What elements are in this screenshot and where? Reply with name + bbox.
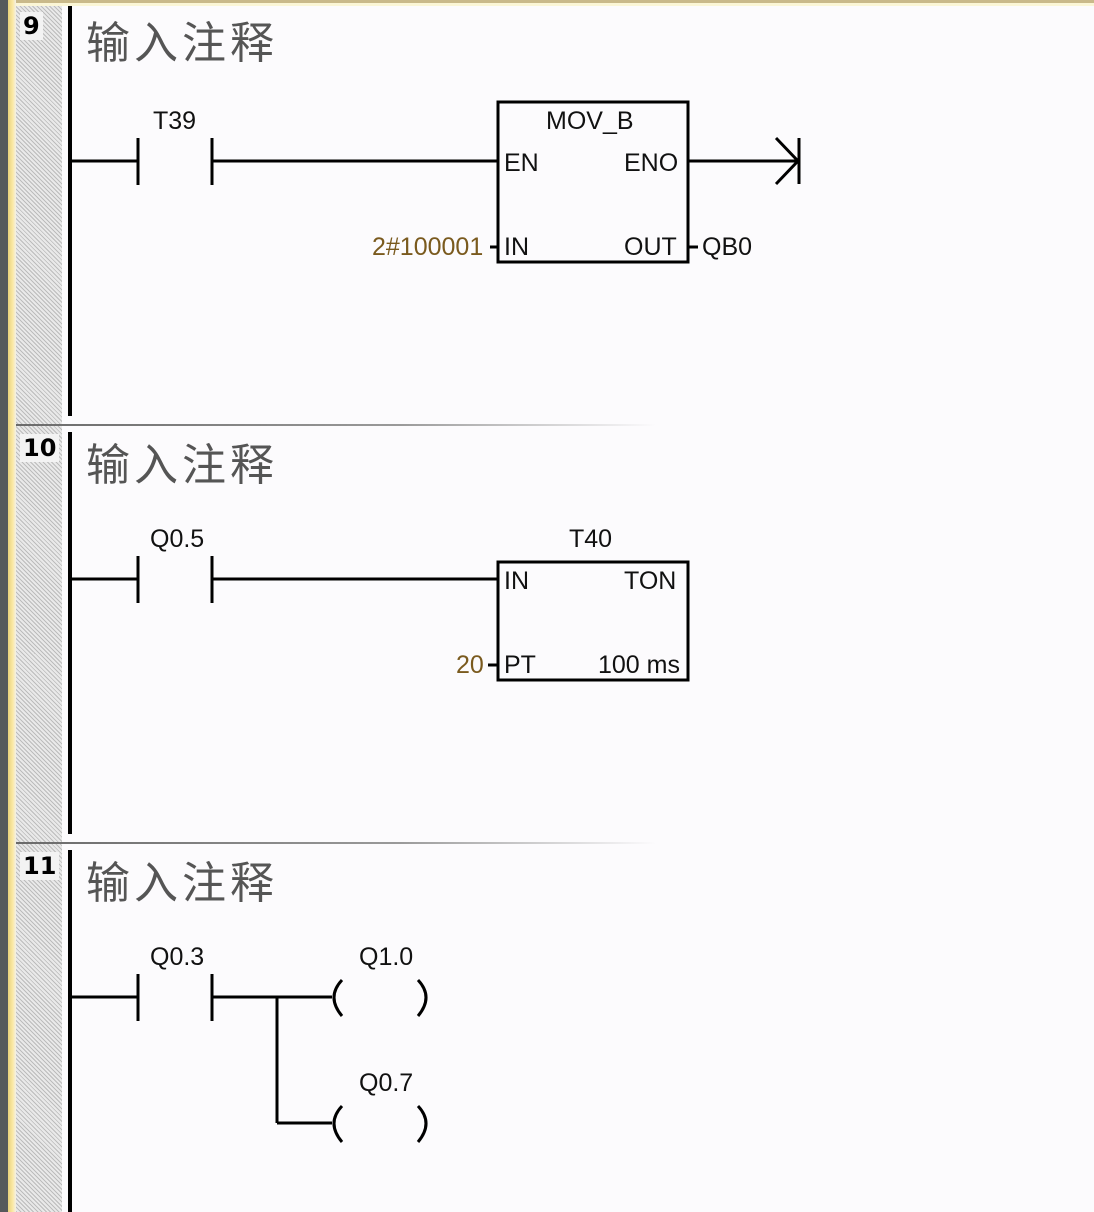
pt-constant[interactable]: 20 [456, 651, 484, 679]
pin-in: IN [504, 233, 529, 261]
network-number: 10 [20, 434, 60, 462]
out-address[interactable]: QB0 [702, 233, 752, 261]
coil-address: Q1.0 [359, 943, 413, 971]
contact-address: Q0.3 [150, 943, 204, 971]
timer-type: TON [624, 567, 676, 595]
network-number: 11 [20, 852, 60, 880]
coil-right-arc [416, 978, 428, 1017]
window-top-highlight [0, 3, 1094, 6]
box-outline [496, 560, 690, 682]
ladder-line [774, 159, 800, 186]
ladder-rung: T39 MOV_B EN ENO IN OUT 2#100001 QB0 [68, 6, 801, 416]
coil-left-arc [332, 978, 344, 1017]
network-9[interactable]: 9 输入注释 T39 MOV_B EN ENO IN OUT 2#100001 … [16, 6, 1094, 420]
timer-resolution: 100 ms [598, 651, 680, 679]
network-gutter [16, 6, 62, 1212]
network-comment[interactable]: 输入注释 [86, 440, 278, 491]
ladder-rung: Q0.3 Q1.0 Q0.7 [68, 850, 428, 1212]
network-11[interactable]: 11 输入注释 Q0.3 Q1.0 Q0.7 [16, 846, 1094, 1212]
ladder-line [774, 136, 800, 163]
contact-address: T39 [153, 107, 196, 135]
pin-eno: ENO [624, 149, 678, 177]
timer-address: T40 [569, 525, 612, 553]
contact-q0-5[interactable]: Q0.5 [136, 525, 214, 603]
pin-pt: PT [504, 651, 536, 679]
coil-right-arc [416, 1104, 428, 1143]
in-constant[interactable]: 2#100001 [372, 233, 483, 261]
coil-left-arc [332, 1104, 344, 1143]
window-top-border [0, 0, 1094, 3]
editor-margin-strip [8, 0, 16, 1212]
contact-q0-3[interactable]: Q0.3 [136, 943, 214, 1021]
window-left-frame [0, 0, 8, 1212]
contact-address: Q0.5 [150, 525, 204, 553]
coil-address: Q0.7 [359, 1069, 413, 1097]
network-10[interactable]: 10 输入注释 Q0.5 T40 IN TON PT 100 ms 20 [16, 428, 1094, 838]
box-outline [496, 100, 690, 264]
contact-t39[interactable]: T39 [136, 107, 214, 185]
mov-b-box[interactable]: MOV_B EN ENO IN OUT [496, 100, 690, 264]
network-comment[interactable]: 输入注释 [86, 858, 278, 909]
network-comment[interactable]: 输入注释 [86, 18, 278, 69]
ladder-rung: Q0.5 T40 IN TON PT 100 ms 20 [68, 432, 690, 834]
pin-in: IN [504, 567, 529, 595]
network-separator [16, 842, 656, 844]
pin-en: EN [504, 149, 539, 177]
pin-out: OUT [624, 233, 677, 261]
network-separator [16, 424, 656, 426]
ton-timer-box[interactable]: T40 IN TON PT 100 ms [496, 525, 690, 682]
coil-q0-7[interactable]: Q0.7 [332, 1069, 428, 1143]
eno-arrow-icon [774, 136, 801, 186]
network-number: 9 [20, 12, 43, 40]
coil-q1-0[interactable]: Q1.0 [332, 943, 428, 1017]
box-title: MOV_B [546, 107, 634, 135]
